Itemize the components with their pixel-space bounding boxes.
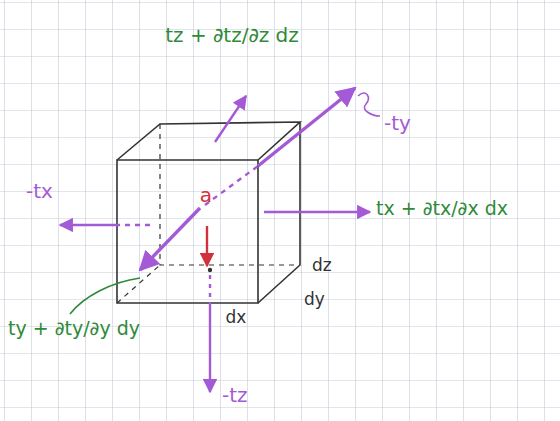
dimension-label: dz	[312, 256, 332, 275]
arrow-tx-hidden	[117, 224, 150, 226]
traction-arrows	[60, 88, 380, 392]
vector-label: -tz	[222, 384, 248, 406]
formula-label: ty + ∂ty/∂y dy	[8, 318, 140, 339]
dimension-label: dx	[226, 308, 247, 327]
arrow-minus-tx	[60, 224, 117, 226]
arrow-tx	[264, 211, 370, 213]
vector-label: -tx	[26, 180, 53, 202]
cube-hidden-edges	[117, 124, 300, 303]
leader-line	[358, 93, 380, 116]
formula-label: tx + ∂tx/∂x dx	[376, 198, 508, 219]
arrow-ty-hidden	[205, 166, 258, 205]
acceleration-arrow	[206, 226, 208, 266]
vector-label: -ty	[384, 112, 411, 134]
arrow-tz-hidden	[209, 275, 211, 303]
dimension-label: dy	[304, 290, 325, 309]
arrow-ty	[140, 208, 200, 270]
arrow-minus-tz	[209, 303, 211, 392]
arrow-minus-ty	[258, 88, 355, 166]
leader-line	[70, 278, 140, 314]
acceleration-label: a	[200, 184, 212, 206]
cube-front	[117, 160, 258, 303]
point	[208, 268, 212, 272]
arrow-tz	[215, 96, 246, 142]
formula-label: tz + ∂tz/∂z dz	[165, 24, 299, 46]
